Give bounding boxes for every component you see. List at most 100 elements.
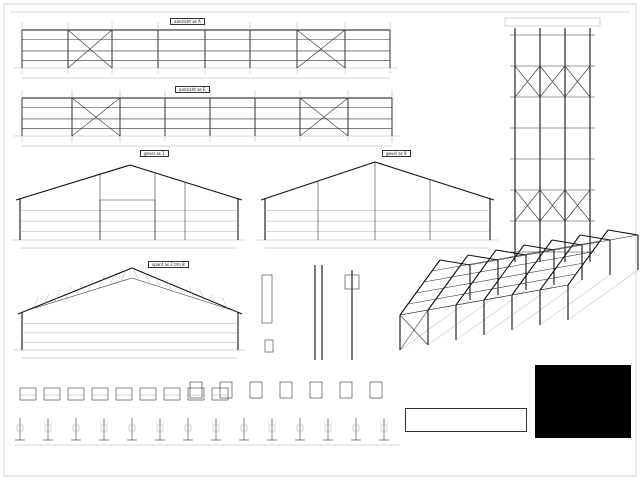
plan-brace <box>539 189 566 222</box>
frame-truss-web <box>43 293 50 306</box>
iso-grid <box>455 289 527 341</box>
purlin-detail <box>67 387 85 401</box>
sheet-border <box>3 3 637 477</box>
iso-rafter <box>455 249 497 306</box>
notes-box <box>405 408 527 432</box>
frame-truss-web <box>177 283 184 296</box>
elevation-a-brace <box>67 29 113 69</box>
iso-grid <box>483 284 555 336</box>
iso-grid <box>511 279 583 331</box>
plan-brace <box>514 189 541 222</box>
plan-brace <box>564 65 591 98</box>
title-gable-9: gevel as 9 <box>382 150 411 157</box>
column-section <box>261 274 273 324</box>
iso-rafter <box>483 244 525 301</box>
connection-detail <box>189 381 203 399</box>
iso-purlin <box>407 273 577 305</box>
connection-detail <box>279 381 293 399</box>
purlin-detail <box>91 387 109 401</box>
frame-truss-web <box>199 290 206 302</box>
title-frame: spant as 2 t/m 8 <box>148 261 189 268</box>
frame-truss-web <box>87 279 94 292</box>
frame-truss-web <box>166 279 173 292</box>
anchor-plate <box>128 424 136 432</box>
anchor-plate <box>352 424 360 432</box>
anchor-plate <box>324 424 332 432</box>
iso-rafter <box>467 254 499 261</box>
frame-truss-web <box>188 286 195 299</box>
connection-detail <box>369 381 383 399</box>
frame-rafter <box>17 267 133 315</box>
title-block <box>535 365 631 438</box>
purlin-detail <box>163 387 181 401</box>
plan-brace <box>514 65 541 98</box>
frame-truss-web <box>133 269 140 282</box>
frame-truss-web <box>210 293 217 306</box>
anchor-plate <box>16 424 24 432</box>
frame-truss-web <box>65 286 72 299</box>
iso-grid <box>399 299 471 351</box>
iso-rafter <box>511 239 553 296</box>
iso-purlin <box>415 262 585 294</box>
iso-eave <box>469 234 639 266</box>
iso-rafter <box>607 229 639 236</box>
base-plate-detail <box>264 339 274 353</box>
iso-rafter <box>523 244 555 251</box>
anchor-plate <box>100 424 108 432</box>
purlin-detail <box>43 387 61 401</box>
iso-rafter <box>399 259 441 316</box>
anchor-plate <box>380 424 388 432</box>
anchor-plate <box>72 424 80 432</box>
iso-rafter <box>567 229 609 286</box>
frame-truss-web <box>120 269 127 282</box>
iso-rafter <box>551 239 583 246</box>
frame-truss-web <box>109 273 116 285</box>
iso-grid <box>539 274 611 326</box>
elevation-e-brace <box>71 97 121 137</box>
frame-truss-web <box>155 276 162 289</box>
purlin-detail <box>187 387 205 401</box>
elevation-e-brace <box>299 97 349 137</box>
purlin-detail <box>115 387 133 401</box>
frame-rafter <box>131 267 243 315</box>
frame-truss <box>131 277 239 313</box>
frame-truss-web <box>98 276 105 289</box>
iso-brace <box>399 314 429 346</box>
gable-1-rafter <box>129 164 243 201</box>
title-elevation-e: aanzicht as E <box>175 86 210 93</box>
iso-rafter <box>439 259 471 266</box>
title-gable-1: gevel as 1 <box>140 150 169 157</box>
plan-label-box <box>504 17 601 27</box>
connection-detail <box>309 381 323 399</box>
purlin-detail <box>19 387 37 401</box>
iso-rafter <box>579 234 611 241</box>
frame-truss-web <box>32 296 39 309</box>
plan-brace <box>564 189 591 222</box>
gable-1-rafter <box>15 164 131 201</box>
frame-truss-web <box>54 290 61 302</box>
anchor-plate <box>184 424 192 432</box>
iso-rafter <box>539 234 581 291</box>
iso-rafter <box>427 254 469 311</box>
anchor-plate <box>240 424 248 432</box>
frame-truss-web <box>221 296 228 309</box>
gable-9-rafter <box>374 161 495 201</box>
iso-grid <box>567 269 639 321</box>
anchor-plate <box>212 424 220 432</box>
anchor-plate <box>44 424 52 432</box>
anchor-plate <box>156 424 164 432</box>
plan-brace <box>539 65 566 98</box>
anchor-plate <box>268 424 276 432</box>
iso-purlin <box>431 240 601 272</box>
iso-purlin <box>423 251 593 283</box>
frame-truss-web <box>76 283 83 296</box>
title-elevation-a: aanzicht as A <box>170 18 205 25</box>
connection-detail <box>339 381 353 399</box>
iso-grid <box>427 294 499 346</box>
connection-detail <box>219 381 233 399</box>
connection-detail <box>249 381 263 399</box>
iso-rafter <box>495 249 527 256</box>
frame-truss-web <box>144 273 151 285</box>
anchor-plate <box>296 424 304 432</box>
